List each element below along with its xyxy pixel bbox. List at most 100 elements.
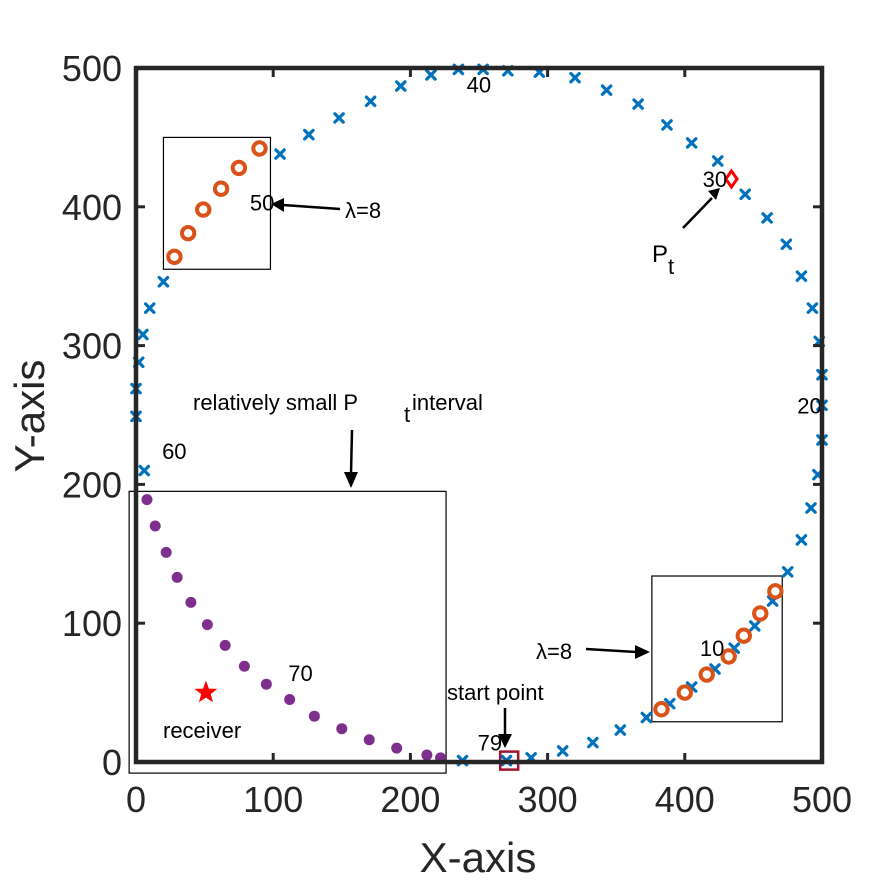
data-point-s0-21 [780,238,793,251]
data-point-s2-13 [391,742,403,754]
index-label-10: 10 [700,636,724,661]
data-point-s0-4 [640,711,653,724]
marker-stroke [795,270,808,282]
tick-labels: 0 100 200 300 400 500 0 100 200 300 400 500 [62,48,852,820]
data-point-s1-1 [179,224,197,242]
y-tick-label: 100 [62,603,122,644]
marker-stroke [394,80,407,92]
data-point-s1-10 [735,627,752,644]
data-point-s0-43 [137,328,149,341]
marker-stroke [805,502,817,514]
data-point-s2-8 [260,678,272,690]
data-point-s0-35 [394,80,407,92]
data-point-s2-3 [171,571,183,583]
marker-stroke [137,328,149,341]
index-label-79: 79 [478,731,502,756]
marker-stroke [632,98,644,110]
data-point-s0-25 [685,137,698,149]
data-point-s1-6 [653,701,670,718]
marker-stroke [748,620,761,632]
data-point-s2-14 [421,749,433,761]
data-point-s0-20 [795,270,808,282]
x-tick-label: 400 [655,779,715,820]
interval-label-tail: interval [412,390,483,415]
y-axis-title: Y-axis [6,360,53,473]
data-point-s1-11 [752,605,769,622]
y-tick-label: 400 [62,187,122,228]
lambda-bottom-arrow-line [585,647,637,654]
data-point-s1-7 [676,684,693,701]
data-point-s1-2 [195,201,212,218]
marker-stroke [780,238,793,251]
pt-diamond-marker [724,168,739,190]
data-point-s2-2 [160,546,172,558]
data-point-s2-10 [308,710,320,722]
x-tick-label: 500 [792,779,852,820]
marker-stroke [303,128,315,141]
pt-label-subscript: t [668,254,674,279]
data-point-s0-3 [614,724,627,736]
data-point-s2-7 [238,660,250,672]
receiver-label: receiver [163,718,241,743]
lambda-bottom-arrow-head [635,645,650,659]
data-point-s0-37 [333,112,345,124]
data-point-s0-27 [632,98,644,110]
marker-stroke [333,112,345,124]
axes-frame [133,65,825,765]
data-point-s0-23 [739,188,751,201]
data-point-s0-9 [748,620,761,632]
data-point-s2-9 [284,694,296,706]
marker-stroke [614,724,627,736]
data-point-s1-12 [767,583,784,600]
index-label-70: 70 [288,661,312,686]
data-point-s0-46 [138,464,151,477]
lambda-label-top: λ=8 [345,198,381,223]
data-point-s2-4 [185,596,197,608]
y-tick-label: 300 [62,326,122,367]
marker-stroke [556,745,569,757]
lambda-top-arrow-line [282,203,341,211]
data-point-s2-11 [336,723,348,735]
data-point-s0-26 [661,119,673,131]
annotation-boxes [128,136,783,774]
data-point-s0-28 [600,84,613,97]
marker-stroke [795,534,808,546]
data-point-s0-39 [274,148,286,160]
index-label-60: 60 [162,439,186,464]
y-tick-label: 500 [62,48,122,89]
data-point-s0-22 [761,212,773,224]
data-point-s0-24 [711,155,724,167]
data-point-s0-36 [364,95,377,108]
marker-stroke [143,302,156,314]
marker-stroke [781,566,794,578]
marker-stroke [600,84,613,97]
data-point-s0-34 [425,69,437,81]
y-tick-label: 0 [102,742,122,783]
start-point-label: start point [447,680,544,705]
data-point-s1-4 [230,159,248,177]
index-label-40: 40 [467,73,491,98]
data-point-s0-1 [556,745,569,757]
data-point-s1-3 [212,180,230,197]
x-tick-label: 0 [126,779,146,820]
data-point-s2-5 [201,619,213,631]
x-tick-label: 200 [380,779,440,820]
data-point-s1-5 [251,140,268,157]
data-point-s0-2 [587,736,599,749]
x-tick-label: 300 [518,779,578,820]
lambda-label-bottom: λ=8 [536,639,572,664]
marker-stroke [739,188,751,201]
interval-label: relatively small P [193,390,358,415]
data-point-s1-8 [698,666,715,683]
interval-label-subscript: t [404,402,410,427]
x-tick-label: 100 [243,779,303,820]
receiver-star-icon [194,680,218,703]
y-tick-label: 200 [62,464,122,505]
data-point-s0-38 [303,128,315,141]
marker-stroke [157,275,170,288]
marker-stroke [806,302,819,314]
marker-stroke [569,71,581,84]
index-label-20: 20 [797,393,821,418]
lambda-box-bottom [651,575,783,723]
